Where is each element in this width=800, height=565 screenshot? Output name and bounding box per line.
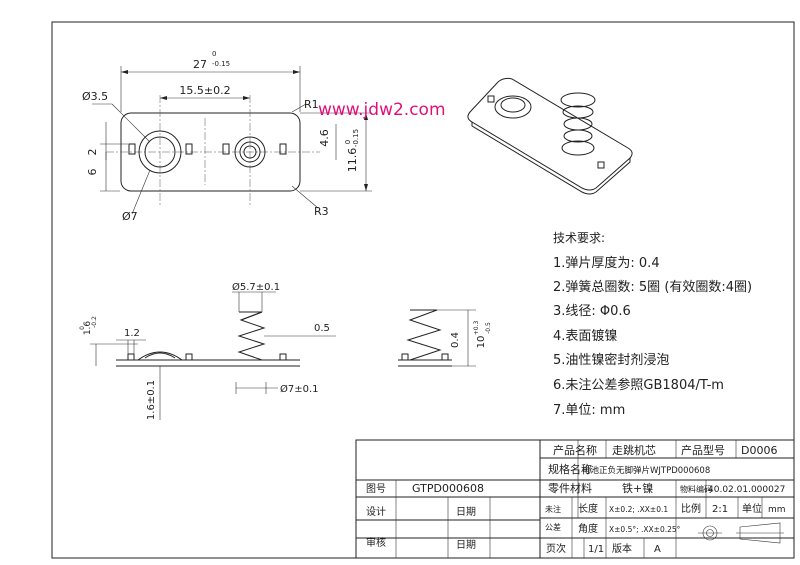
tech-item-5: 5.油性镍密封剂浸泡 [553,352,669,368]
page-value: 1/1 [588,544,604,555]
dim-plate-top-tol-lower: -0.2 [91,316,98,328]
iso-spring [560,92,596,156]
angle-label: 角度 [578,522,598,535]
drawing-no-label: 图号 [366,483,386,495]
watermark: www.jdw2.com [318,100,446,120]
title-block: 产品名称 走跳机芯 产品型号 D0006 规格名称 电池正负无脚弹片WJTPD0… [355,439,794,558]
dim-bump: 1.2 [124,328,140,339]
tech-item-6: 6.未注公差参照GB1804/T-m [553,377,724,393]
part-material-label: 零件材料 [548,481,592,495]
dim-spring-base: Ø7±0.1 [280,383,319,395]
dim-plate-top: 1.6 [83,321,93,336]
top-view: 27 0 -0.15 15.5±0.2 Ø3.5 Ø7 R1 R3 2 6 4.… [82,50,372,223]
dim-height-tol-upper: 0 [344,140,352,144]
dim-v2: 2 [86,149,99,156]
side-spring [237,311,266,361]
tech-item-7: 7.单位: mm [553,403,625,418]
material-code-label: 物料编码 [680,484,712,494]
tech-requirements: 技术要求: 1.弹片厚度为: 0.4 2.弹簧总圈数: 5圈 (有效圈数:4圈)… [553,231,752,418]
length-tol: X±0.2; .XX±0.1 [609,505,668,514]
projection-symbol-icon [698,522,784,544]
spec-value: 电池正负无脚弹片WJTPD000608 [582,465,710,476]
isometric-view [467,77,633,195]
tech-item-3: 3.线径: Φ0.6 [553,304,631,319]
dim-wire: 0.5 [314,323,330,334]
page-label: 页次 [546,542,566,555]
angle-tol: X±0.5°; .XX±0.25° [609,525,681,534]
dim-corner-r3: R3 [314,205,329,218]
untoleranced-label: 未注 [545,504,561,514]
dim-total-width-tol-lower: -0.15 [212,60,230,68]
sheet-border [51,21,795,559]
scale-value: 2:1 [712,504,728,515]
scale-label: 比例 [681,502,701,515]
emboss-circle [138,130,182,174]
dim-height-tol-lower: -0.15 [352,129,360,147]
tech-item-2: 2.弹簧总圈数: 5圈 (有效圈数:4圈) [553,279,752,295]
tolerance-label: 公差 [545,522,561,532]
spring-view: 0.4 10 +0.3 -0.5 [398,309,492,367]
dim-v6: 6 [86,169,99,176]
dim-emboss-dia: Ø7 [122,210,138,223]
dim-hole-dia: Ø3.5 [82,90,108,103]
tech-heading: 技术要求: [553,231,605,245]
design-label: 设计 [366,505,386,518]
dim-corner-r1: R1 [304,98,319,111]
product-model-value: D0006 [741,444,777,457]
product-name-value: 走跳机芯 [612,443,656,457]
dim-free-length-tol-upper: +0.3 [473,321,480,336]
spec-label: 规格名称 [548,462,592,476]
product-model-label: 产品型号 [681,443,725,457]
drawing-no-value: GTPD000608 [412,482,484,495]
dim-pitch: 0.4 [450,332,461,348]
tech-item-1: 1.弹片厚度为: 0.4 [553,255,660,271]
dim-plate-total: 1.6±0.1 [146,380,157,420]
spring-seat-outer [234,136,266,168]
side-view: Ø5.7±0.1 Ø7±0.1 0.5 1.2 1.6 0 -0.2 1.6±0… [79,281,336,420]
check-label: 审核 [366,536,386,549]
length-label: 长度 [578,502,598,515]
dim-plate-top-tol-upper: 0 [79,326,86,330]
date-label-2: 日期 [456,539,476,551]
dim-total-width: 27 [193,58,207,71]
dim-free-length: 10 [476,336,487,349]
dim-total-width-tol-upper: 0 [212,50,216,58]
spring-coils [406,309,442,361]
part-material-value: 铁+镍 [622,481,653,495]
material-code-value: 40.02.01.000027 [708,485,785,495]
dim-spring-top: Ø5.7±0.1 [232,281,280,293]
date-label-1: 日期 [456,506,476,518]
unit-value: mm [768,505,786,515]
dim-free-length-tol-lower: -0.5 [485,322,492,334]
hole-circle [144,136,176,168]
unit-label: 单位 [742,502,762,515]
version-label: 版本 [612,542,632,555]
product-name-label: 产品名称 [553,443,597,457]
dim-height: 11.6 [346,148,359,173]
version-value: A [654,544,661,555]
dim-v46: 4.6 [318,129,331,147]
dim-hole-spacing: 15.5±0.2 [179,84,230,97]
tech-item-4: 4.表面镀镍 [553,328,617,344]
